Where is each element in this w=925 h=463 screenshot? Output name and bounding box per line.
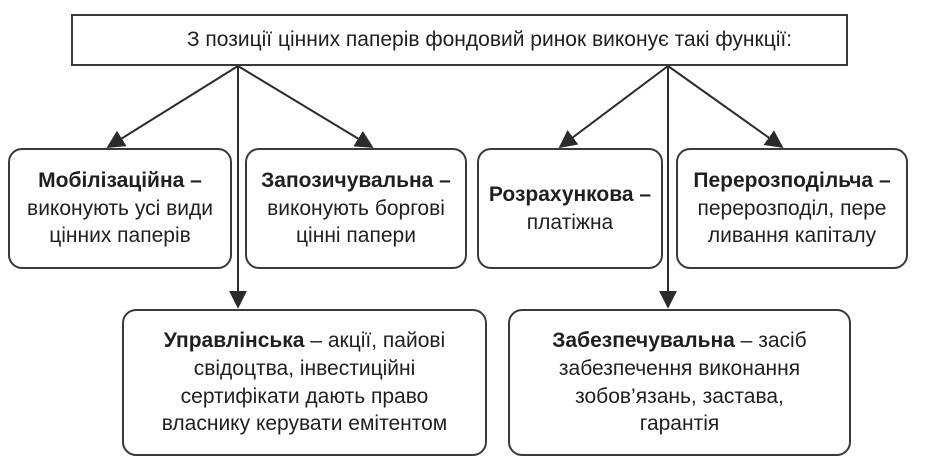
function-box-security: Забезпечувальна – засіб забезпечення вик… [508,309,851,456]
function-desc-line: перерозподіл, пере [697,196,887,220]
function-desc-line: платіжна [526,210,614,234]
function-desc-line: виконують боргові [267,196,445,220]
function-desc-line: зобов’язань, застава, [575,384,784,408]
arrow-to-settlement [558,65,669,149]
function-title: Розрахункова [488,182,634,206]
function-box-settlement: Розрахункова – платіжна [477,148,663,269]
function-title: Перерозподільча [693,168,874,192]
function-desc-line: цінних паперів [49,224,191,248]
function-desc-line: засіб [758,328,807,352]
function-desc-line: цінні папери [296,224,416,248]
function-desc-line: гарантія [639,412,720,436]
function-desc-line: виконують усі види [27,196,213,220]
arrow-to-borrowing [237,65,374,148]
function-desc-line: сертифікати дають право [180,384,429,408]
arrow-to-mobilization [106,65,239,148]
function-desc-line: забезпечення виконання [558,356,801,380]
function-desc-line: ливання капіталу [707,224,877,248]
function-title: Запозичувальна [261,168,434,192]
function-title: Мобілізаційна [38,168,185,192]
function-desc-line: свідоцтва, інвестиційні [193,356,416,380]
function-box-redistribution: Перерозподільча – перерозподіл, пере лив… [676,148,908,269]
function-box-mobilization: Мобілізаційна – виконують усі види цінни… [8,148,232,269]
function-desc-line: акції, пайові [327,328,446,352]
function-box-management: Управлінська – акції, пайові свідоцтва, … [122,309,487,456]
function-title: Забезпечувальна [552,328,735,352]
function-desc-line: власнику керувати емітентом [161,412,448,436]
header-box: З позиції цінних паперів фондовий ринок … [71,14,848,66]
function-title: Управлінська [163,328,305,352]
header-text: З позиції цінних паперів фондовий ринок … [186,28,793,52]
function-box-borrowing: Запозичувальна – виконують боргові цінні… [245,148,467,269]
arrow-to-redistribution [667,65,784,149]
